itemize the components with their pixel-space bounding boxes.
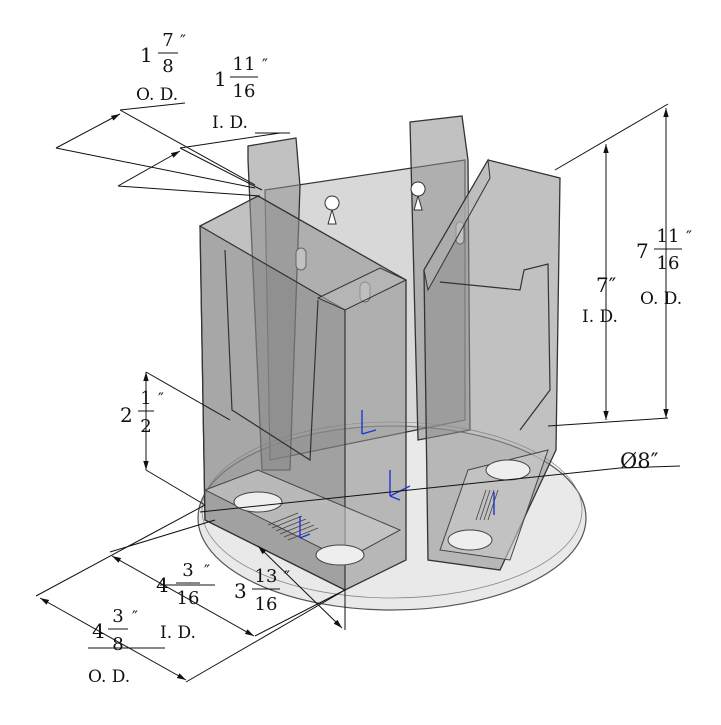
dim-width-od: 4 3 8 ″ O. D. bbox=[88, 606, 138, 687]
svg-text:″: ″ bbox=[132, 607, 138, 626]
dim-diameter: Ø8″ bbox=[620, 449, 659, 473]
svg-text:11: 11 bbox=[233, 54, 256, 75]
svg-text:7″: 7″ bbox=[596, 273, 616, 297]
svg-text:I. D.: I. D. bbox=[582, 307, 618, 327]
grip-ribs-right bbox=[475, 489, 499, 521]
svg-text:″: ″ bbox=[158, 389, 164, 408]
svg-text:″: ″ bbox=[284, 567, 290, 586]
svg-text:11: 11 bbox=[657, 226, 680, 247]
grip-ribs-left bbox=[267, 512, 319, 541]
svg-text:3: 3 bbox=[234, 579, 247, 603]
svg-text:13: 13 bbox=[255, 566, 278, 587]
dimension-lines bbox=[35, 102, 681, 683]
svg-text:″: ″ bbox=[686, 227, 692, 246]
dim-pocket-height: 2 1 2 ″ bbox=[120, 388, 164, 437]
axis-triads bbox=[299, 410, 495, 539]
dim-top-od: 1 7 8 ″ O. D. bbox=[136, 30, 186, 105]
svg-text:″: ″ bbox=[180, 31, 186, 50]
svg-text:O. D.: O. D. bbox=[640, 289, 682, 309]
svg-text:1: 1 bbox=[140, 388, 151, 409]
dim-height-od: 7 11 16 ″ O. D. bbox=[636, 226, 692, 309]
svg-text:2: 2 bbox=[140, 416, 151, 437]
dim-top-id: 1 11 16 ″ I. D. bbox=[212, 54, 268, 133]
svg-text:7: 7 bbox=[162, 30, 173, 51]
svg-text:I. D.: I. D. bbox=[212, 113, 248, 133]
svg-text:4: 4 bbox=[156, 573, 169, 597]
svg-text:O. D.: O. D. bbox=[136, 85, 178, 105]
dim-width-id: 4 3 16 ″ I. D. bbox=[156, 560, 210, 643]
svg-text:3: 3 bbox=[182, 560, 193, 581]
dim-height-id: 7″ I. D. bbox=[582, 273, 618, 327]
svg-text:4: 4 bbox=[92, 619, 105, 643]
svg-text:16: 16 bbox=[255, 594, 278, 615]
literature-holder-render bbox=[197, 115, 587, 611]
svg-text:2: 2 bbox=[120, 403, 133, 427]
svg-text:I. D.: I. D. bbox=[160, 623, 196, 643]
svg-text:8: 8 bbox=[112, 634, 123, 655]
svg-text:1: 1 bbox=[140, 43, 153, 67]
dim-depth: 3 13 16 ″ bbox=[234, 566, 290, 615]
svg-text:″: ″ bbox=[262, 55, 268, 74]
svg-text:8: 8 bbox=[162, 56, 173, 77]
svg-text:16: 16 bbox=[233, 81, 256, 102]
svg-text:″: ″ bbox=[204, 561, 210, 580]
svg-text:1: 1 bbox=[214, 67, 227, 91]
svg-text:3: 3 bbox=[112, 606, 123, 627]
svg-text:16: 16 bbox=[177, 588, 200, 609]
svg-text:16: 16 bbox=[657, 253, 680, 274]
svg-text:7: 7 bbox=[636, 239, 649, 263]
svg-text:O. D.: O. D. bbox=[88, 667, 130, 687]
